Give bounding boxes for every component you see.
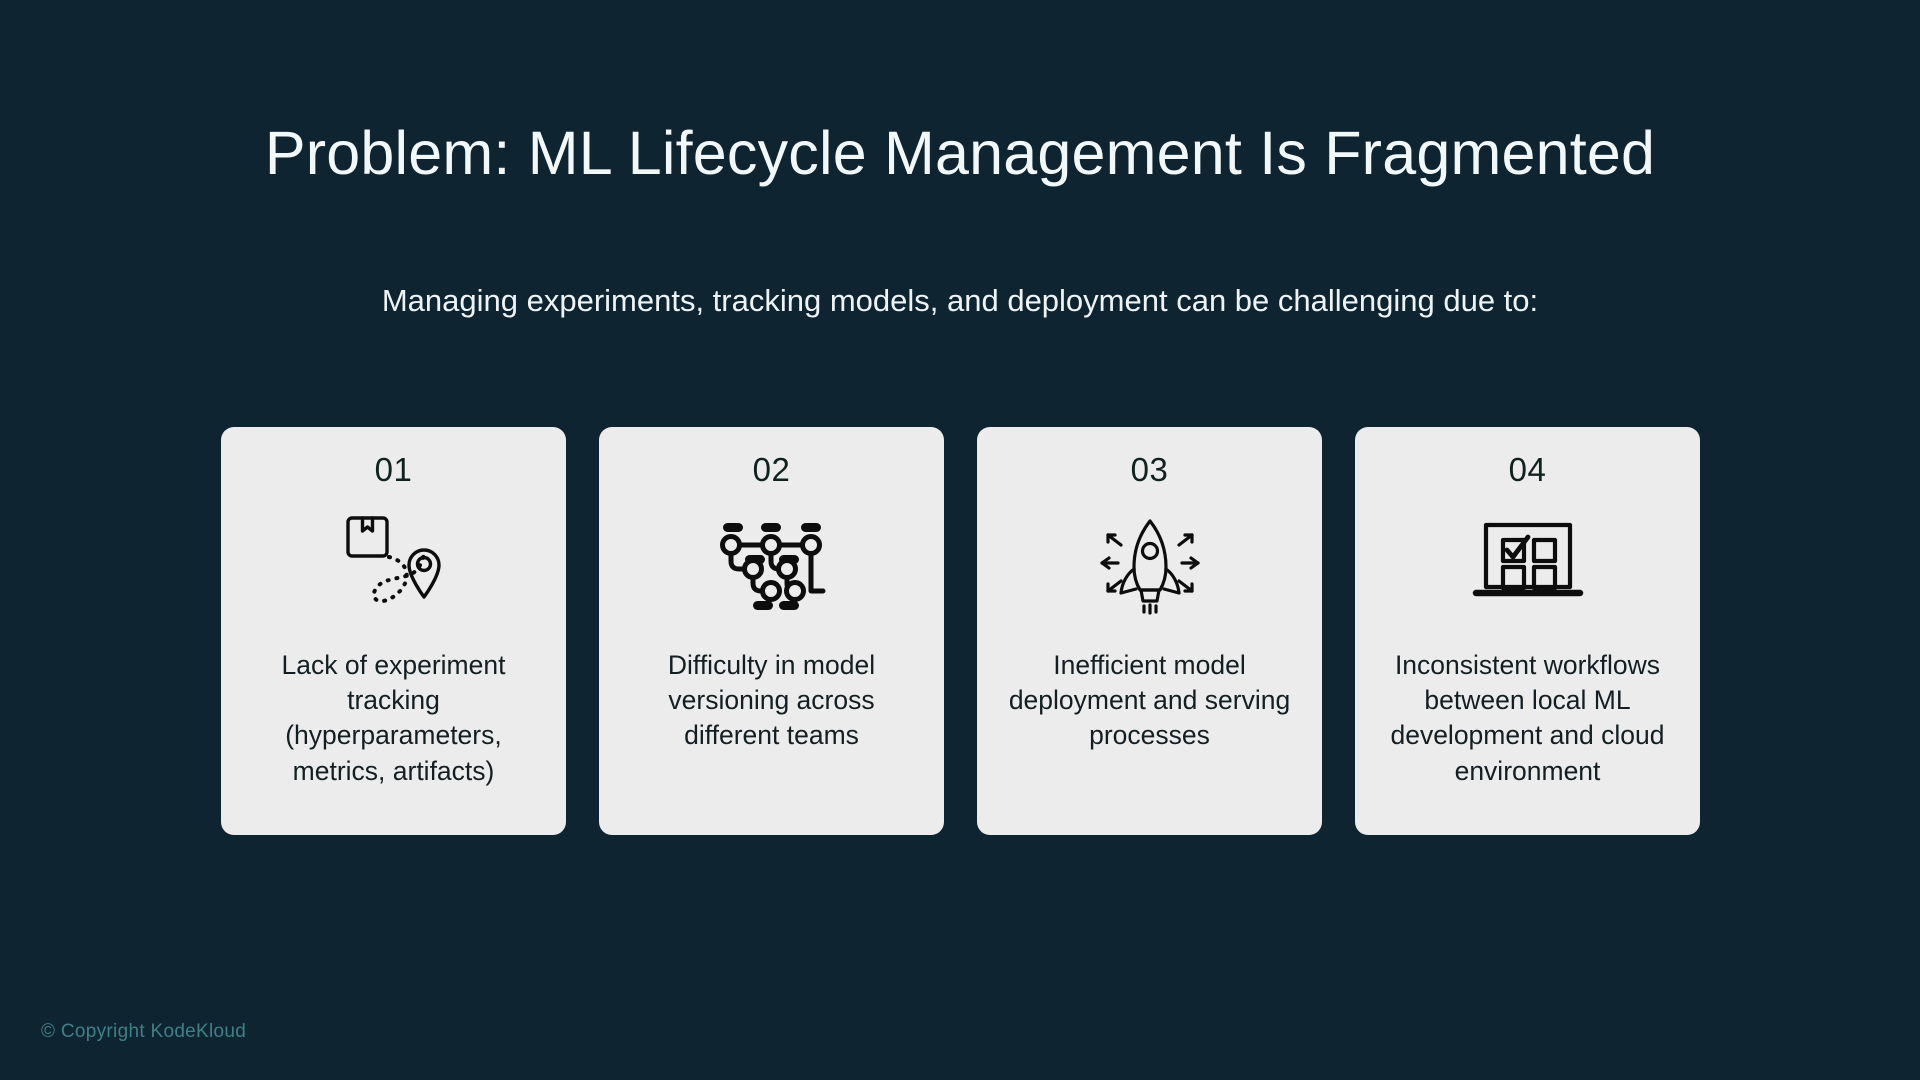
card-text-01: Lack of experiment tracking (hyperparame… xyxy=(281,650,506,786)
card-text-04: Inconsistent workflows between local ML … xyxy=(1390,650,1665,786)
card-text-02: Difficulty in model versioning across di… xyxy=(667,650,876,751)
problem-card-01[interactable]: 01 Lack of experiment tracking (hyperpar… xyxy=(221,427,566,835)
package-route-pin-icon xyxy=(328,508,460,618)
card-number-04: 04 xyxy=(1508,451,1547,488)
slide-subtitle: Managing experiments, tracking models, a… xyxy=(381,283,1539,318)
problem-cards-row: 01 Lack of experiment tracking (hyperpar… xyxy=(221,427,1700,835)
problem-card-02[interactable]: 02 xyxy=(599,427,944,835)
version-graph-icon xyxy=(706,508,838,618)
problem-card-03[interactable]: 03 xyxy=(977,427,1322,835)
card-number-02: 02 xyxy=(752,451,791,488)
card-text-03: Inefficient model deployment and serving… xyxy=(1008,650,1291,751)
rocket-launch-icon xyxy=(1084,508,1216,618)
copyright-footer: © Copyright KodeKloud xyxy=(41,1021,247,1042)
page-title: Problem: ML Lifecycle Management Is Frag… xyxy=(264,118,1656,187)
card-number-01: 01 xyxy=(374,451,413,488)
problem-card-04[interactable]: 04 Inconsistent w xyxy=(1355,427,1700,835)
card-number-03: 03 xyxy=(1130,451,1169,488)
laptop-checklist-icon xyxy=(1462,508,1594,618)
